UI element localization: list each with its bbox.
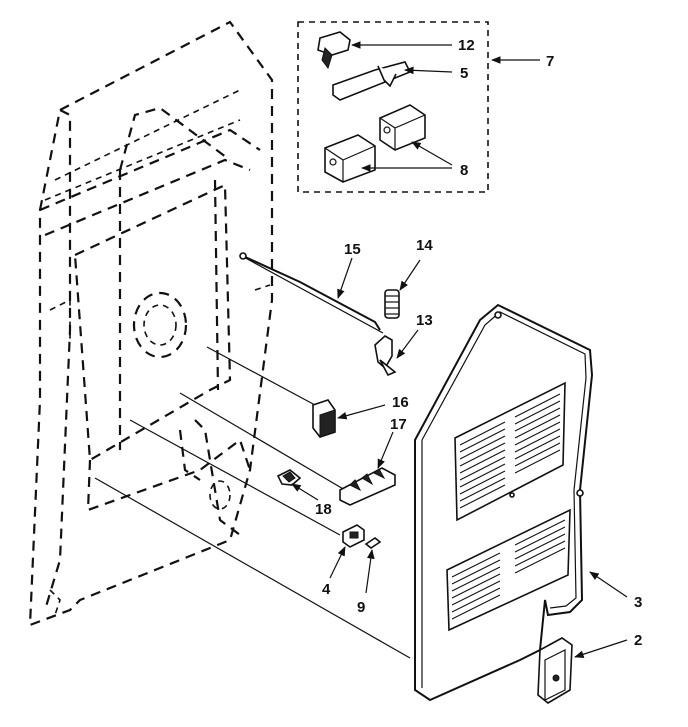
callout-12: 12 — [458, 37, 475, 54]
upper-vent — [454, 381, 566, 522]
callout-16: 16 — [392, 394, 409, 411]
callout-5: 5 — [460, 65, 468, 82]
part-12-clip — [317, 31, 351, 56]
callout-labels: 12 5 7 8 15 14 13 16 17 18 4 9 3 2 — [315, 37, 642, 649]
callout-7: 7 — [546, 53, 554, 70]
callout-15: 15 — [344, 241, 361, 258]
part-8-block-upper — [379, 104, 426, 151]
callout-8: 8 — [460, 162, 468, 179]
part-5-bracket — [332, 61, 412, 101]
assembly-guide-lines — [94, 254, 411, 659]
range-cabinet-outline — [28, 20, 274, 627]
upper-vent-slats — [459, 393, 561, 509]
callout-3: 3 — [634, 594, 642, 611]
part-3-rear-panel — [414, 303, 594, 702]
lower-vent-slats — [451, 519, 566, 620]
part-2-cover-plate — [537, 637, 573, 704]
callout-9: 9 — [357, 599, 365, 616]
part-17-terminal-block — [339, 467, 396, 506]
terminal-block-kit-box — [297, 21, 489, 193]
part-9-fuse — [364, 537, 382, 549]
callout-4: 4 — [322, 581, 331, 598]
mid-parts — [239, 252, 400, 549]
callout-13: 13 — [416, 312, 433, 329]
callout-17: 17 — [390, 416, 407, 433]
part-14-spring — [384, 289, 400, 319]
part-13-bracket — [374, 335, 393, 370]
callout-14: 14 — [416, 237, 433, 254]
callout-2: 2 — [634, 632, 642, 649]
part-15-rod — [242, 255, 381, 331]
leader-lines — [291, 41, 628, 658]
callout-18: 18 — [315, 501, 332, 518]
